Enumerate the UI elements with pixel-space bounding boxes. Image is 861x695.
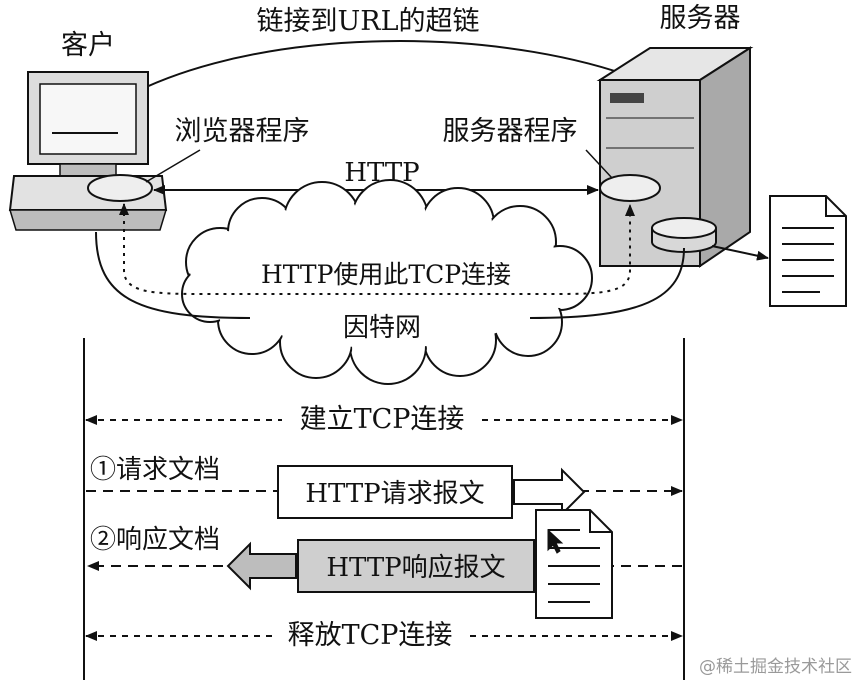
response-message-box	[297, 539, 535, 593]
server-program-label: 服务器程序	[443, 116, 578, 147]
server-label: 服务器	[660, 3, 741, 34]
establish-label-bg	[282, 398, 482, 438]
response-doc-label: ②响应文档	[90, 525, 220, 555]
release-tcp-label: 释放TCP连接	[288, 620, 453, 651]
client-label: 客户	[61, 30, 115, 61]
establish-tcp-label: 建立TCP连接	[300, 404, 465, 435]
hyperlink-label: 链接到URL的超链	[256, 6, 479, 37]
client-computer-icon	[8, 71, 168, 231]
client-cloud-line	[95, 231, 251, 319]
request-message-label: HTTP请求报文	[305, 479, 484, 509]
request-message-box	[277, 465, 513, 519]
mouse-cursor-icon	[547, 528, 564, 554]
disk-icon	[651, 217, 717, 253]
hyperlink-arc	[89, 40, 669, 121]
request-doc-label: ①请求文档	[90, 455, 220, 485]
document-icon	[769, 195, 847, 307]
server-leader-line	[585, 149, 613, 179]
browser-program-label: 浏览器程序	[175, 116, 310, 147]
watermark: @稀土掘金技术社区	[699, 657, 852, 677]
release-label-bg	[272, 614, 468, 654]
server-cloud-line	[529, 247, 685, 319]
browser-leader-line	[145, 149, 201, 183]
response-gray-arrow	[226, 541, 297, 591]
disk-to-document-line	[711, 245, 769, 261]
tcp-use-label: HTTP使用此TCP连接	[261, 260, 511, 289]
response-document-icon	[535, 509, 613, 619]
internet-label: 因特网	[343, 313, 421, 343]
server-program-ellipse	[599, 174, 661, 202]
request-hollow-arrow	[513, 467, 586, 517]
browser-program-ellipse	[87, 174, 153, 202]
response-message-label: HTTP响应报文	[326, 553, 505, 583]
